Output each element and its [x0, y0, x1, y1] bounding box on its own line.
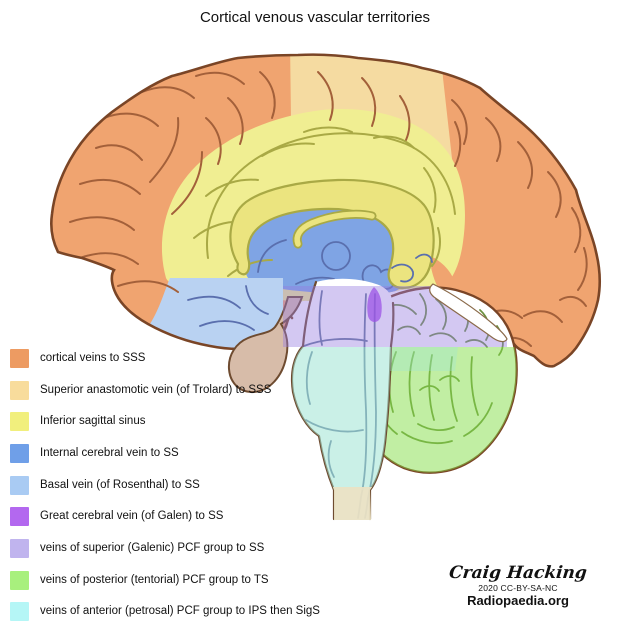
region-basal-vein — [150, 278, 283, 351]
region-anterior-pcf — [292, 347, 394, 490]
cerebellum — [356, 286, 518, 474]
region-great-cerebral-vein-galen — [367, 287, 382, 322]
brainstem — [290, 278, 395, 521]
legend-swatch-inferior-sagittal-sinus — [10, 411, 29, 431]
legend-swatch-posterior-pcf — [10, 570, 29, 590]
legend-item-posterior-pcf: veins of posterior (tentorial) PCF group… — [10, 570, 269, 590]
tentorium-cerebelli — [429, 283, 508, 343]
legend-swatch-internal-cerebral-vein — [10, 443, 29, 463]
attribution-license: 2020 CC-BY-SA-NC — [478, 583, 558, 593]
legend-item-trolard: Superior anastomotic vein (of Trolard) t… — [10, 380, 271, 400]
attribution: Craig Hacking 2020 CC-BY-SA-NC Radiopaed… — [428, 563, 608, 609]
spinal-cord — [310, 487, 374, 520]
page-title: Cortical venous vascular territories — [199, 9, 431, 26]
legend-swatch-galen — [10, 506, 29, 526]
legend-label: Superior anastomotic vein (of Trolard) t… — [40, 384, 272, 396]
pituitary-gland — [227, 296, 304, 394]
legend-label: Basal vein (of Rosenthal) to SS — [40, 479, 200, 491]
interthalamic-adhesion — [321, 241, 351, 271]
cerebrum — [49, 53, 602, 368]
attribution-author: Craig Hacking — [448, 563, 588, 583]
legend-label: veins of posterior (tentorial) PCF group… — [40, 574, 269, 586]
anterior-posterior-overlap — [390, 347, 458, 371]
region-posterior-pcf — [358, 347, 517, 473]
legend-label: veins of superior (Galenic) PCF group to… — [40, 542, 265, 554]
legend-label: Great cerebral vein (of Galen) to SS — [40, 510, 224, 522]
legend-item-galen: Great cerebral vein (of Galen) to SS — [10, 506, 223, 526]
attribution-source: Radiopaedia.org — [467, 593, 569, 608]
legend-swatch-trolard — [10, 380, 29, 400]
legend-label: Internal cerebral vein to SS — [40, 447, 179, 459]
cerebrum-outline — [49, 53, 602, 368]
legend-item-anterior-pcf: veins of anterior (petrosal) PCF group t… — [10, 601, 320, 621]
cortical-sulci — [69, 71, 588, 347]
legend-item-inferior-sagittal-sinus: Inferior sagittal sinus — [10, 411, 145, 431]
region-cortical-patch-retrosplenial — [430, 256, 456, 293]
legend-label: veins of anterior (petrosal) PCF group t… — [40, 605, 320, 617]
region-trolard-to-sss — [290, 54, 462, 248]
legend-label: cortical veins to SSS — [40, 352, 146, 364]
legend-item-basal-vein: Basal vein (of Rosenthal) to SS — [10, 475, 200, 495]
legend-item-superior-pcf: veins of superior (Galenic) PCF group to… — [10, 538, 264, 558]
legend-swatch-cortical-veins — [10, 348, 29, 368]
corpus-callosum — [229, 178, 435, 290]
legend-swatch-superior-pcf — [10, 538, 29, 558]
legend-swatch-basal-vein — [10, 475, 29, 495]
legend-label: Inferior sagittal sinus — [40, 415, 146, 427]
deep-vein-lines — [187, 239, 433, 331]
legend-item-internal-cerebral-vein: Internal cerebral vein to SS — [10, 443, 179, 463]
legend-swatch-anterior-pcf — [10, 601, 29, 621]
fornix-fill — [294, 211, 375, 247]
legend-item-cortical-veins: cortical veins to SSS — [10, 348, 145, 368]
